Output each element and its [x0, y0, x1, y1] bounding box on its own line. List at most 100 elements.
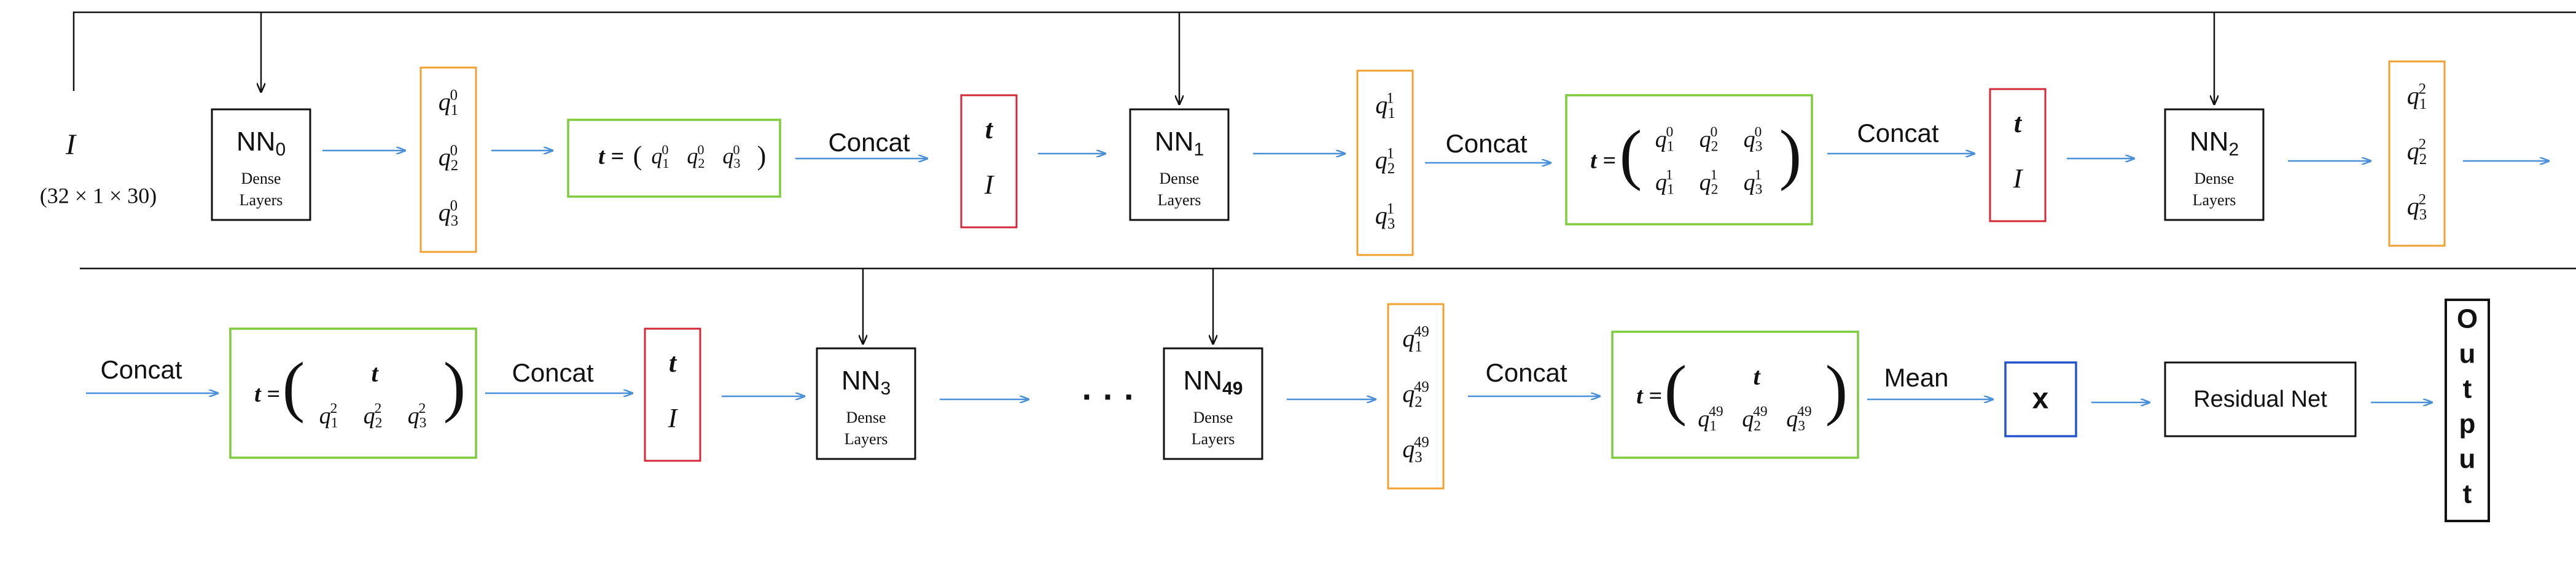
q-symbol: q30 — [1744, 124, 1763, 155]
paren: ) — [1779, 116, 1802, 191]
t-box — [1611, 331, 1859, 459]
dense-label: Dense — [846, 409, 886, 426]
q-symbol: q20 — [687, 142, 704, 171]
i-symbol: I — [668, 403, 679, 433]
paren: ( — [633, 141, 642, 171]
q-symbol: q20 — [1700, 124, 1719, 155]
t-symbol: t — [669, 348, 677, 378]
output-letter: t — [2463, 479, 2472, 509]
output-letter: t — [2463, 374, 2472, 404]
q-symbol: q12 — [319, 401, 338, 431]
t-symbol: t — [985, 114, 994, 144]
output-letter: u — [2459, 444, 2476, 474]
q-symbol: q249 — [1742, 404, 1767, 434]
dense-label: Dense — [241, 170, 281, 187]
nn-box — [2164, 108, 2265, 221]
q-symbol: q22 — [2407, 136, 2427, 168]
input-symbol: I — [65, 128, 77, 161]
q-symbol: q32 — [2407, 191, 2427, 223]
t-prefix: t = — [1590, 148, 1616, 174]
output-rect — [2445, 299, 2490, 522]
q-group-2: q12 q22 q32 — [2388, 60, 2446, 247]
output-letter: O — [2457, 304, 2478, 334]
q-symbol: q22 — [364, 401, 383, 431]
nn-box — [816, 347, 916, 460]
q-symbol: q30 — [439, 197, 458, 229]
output-letter: u — [2459, 339, 2476, 369]
concat-label: Concat — [828, 128, 910, 157]
nn-box — [211, 108, 311, 221]
paren: ) — [757, 141, 767, 171]
q-symbol: q10 — [651, 142, 669, 171]
q-symbol: q31 — [1744, 167, 1763, 198]
concat-label: Concat — [100, 355, 182, 384]
q-symbol: q32 — [408, 401, 427, 431]
t-box — [1565, 94, 1813, 225]
mean-label: Mean — [1884, 363, 1948, 392]
layers-label: Layers — [1158, 191, 1201, 209]
q-symbol: q249 — [1402, 378, 1429, 410]
nn-label: NN49 — [1184, 366, 1243, 399]
nn-label: NN3 — [841, 366, 891, 399]
t-prefix: t = — [598, 144, 624, 170]
q-symbol: q349 — [1786, 404, 1811, 434]
concat-label: Concat — [1485, 358, 1567, 387]
nn-box — [1163, 347, 1263, 460]
nn-label: NN0 — [236, 127, 286, 160]
layers-label: Layers — [1192, 430, 1235, 448]
residual-net-box: Residual Net — [2164, 361, 2357, 437]
i-symbol: I — [984, 170, 995, 200]
paren: ( — [1620, 116, 1642, 191]
q-symbol: q149 — [1698, 404, 1723, 434]
concat-label: Concat — [512, 358, 593, 387]
q-symbol: q21 — [1375, 145, 1395, 177]
nn-label: NN2 — [2190, 127, 2239, 160]
i-symbol: I — [2013, 163, 2024, 194]
x-label: x — [2032, 383, 2049, 415]
concat-t-i-box: tI — [1989, 88, 2047, 222]
residual-rect — [2164, 361, 2357, 437]
concat-label: Concat — [1445, 129, 1527, 158]
q-box — [1387, 303, 1445, 490]
q-symbol: q11 — [1655, 167, 1674, 198]
output-letter: p — [2459, 409, 2476, 439]
concat-t-i-box: tI — [960, 94, 1018, 229]
concat-label: Concat — [1857, 119, 1938, 147]
q-symbol: q10 — [1655, 124, 1674, 155]
input-shape: (32 × 1 × 30) — [40, 183, 157, 208]
q-symbol: q11 — [1375, 90, 1394, 122]
t-prefix: t = — [1636, 383, 1662, 409]
t-i-box — [1989, 88, 2047, 222]
residual-label: Residual Net — [2193, 386, 2327, 412]
x-rect — [2004, 361, 2077, 437]
q-symbol: q30 — [722, 142, 740, 171]
feedback-top-line — [72, 11, 2576, 91]
t-symbol: t — [371, 359, 379, 387]
layers-label: Layers — [2193, 191, 2236, 209]
q-symbol: q12 — [2407, 80, 2427, 112]
x-box: x — [2004, 361, 2077, 437]
paren: ( — [1665, 351, 1687, 426]
q-box — [2388, 60, 2446, 247]
dense-label: Dense — [2195, 170, 2234, 187]
layers-label: Layers — [240, 191, 283, 209]
q-symbol: q20 — [439, 142, 458, 174]
nn-label: NN1 — [1155, 127, 1204, 160]
flow-arrows — [86, 151, 2549, 402]
t-prefix: t = — [254, 382, 280, 407]
q-symbol: q149 — [1402, 323, 1429, 355]
dense-label: Dense — [1160, 170, 1200, 187]
